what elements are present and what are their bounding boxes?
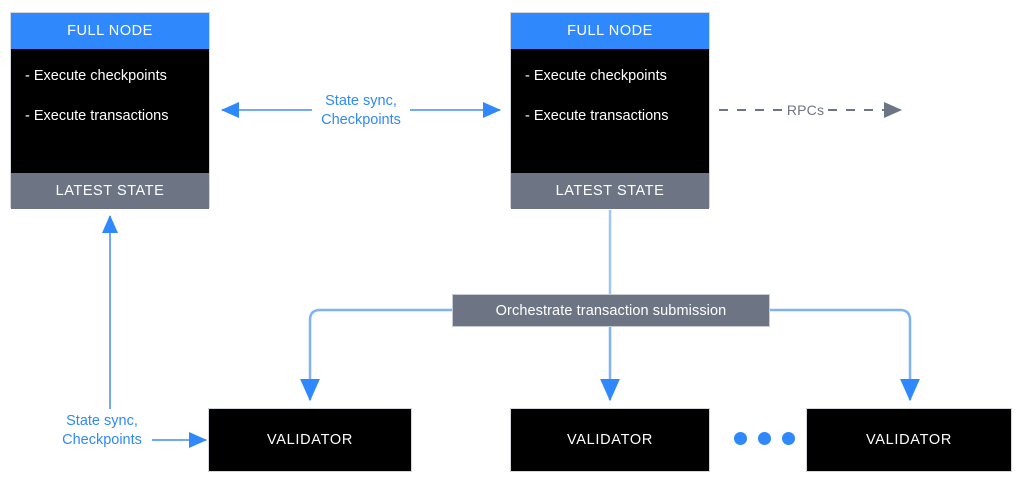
full-node-footer-latest-state-2: LATEST STATE [511, 173, 709, 209]
ellipsis-dot-3 [782, 432, 795, 445]
label-rpcs: RPCs [783, 101, 828, 120]
full-node-footer-latest-state-1: LATEST STATE [11, 173, 209, 209]
validator-label-1: VALIDATOR [266, 432, 354, 448]
edge-orchestrator-to-validator-3 [770, 308, 920, 402]
label-state-sync-bottom: State sync, Checkpoints [52, 412, 152, 451]
validator-label-3: VALIDATOR [865, 432, 953, 448]
validator-ellipsis-dots [734, 432, 795, 445]
edge-orchestrator-to-validator-1 [300, 308, 452, 402]
full-node-body-2: - Execute checkpoints - Execute transact… [511, 49, 709, 173]
label-state-sync-top-line-1: State sync, [325, 93, 397, 109]
full-node-header-1: FULL NODE [11, 13, 209, 49]
full-node-header-2: FULL NODE [511, 13, 709, 49]
full-node-box-1[interactable]: FULL NODE - Execute checkpoints - Execut… [10, 12, 210, 209]
full-node-body-1: - Execute checkpoints - Execute transact… [11, 49, 209, 173]
ellipsis-dot-1 [734, 432, 747, 445]
validator-box-2[interactable]: VALIDATOR [510, 408, 710, 472]
validator-label-2: VALIDATOR [566, 432, 654, 448]
orchestrator-label: Orchestrate transaction submission [495, 302, 727, 319]
full-node-bullet-execute-transactions-2: - Execute transactions [525, 107, 669, 124]
full-node-bullet-execute-checkpoints-2: - Execute checkpoints [525, 68, 667, 84]
label-state-sync-bottom-line-2: Checkpoints [62, 432, 142, 449]
label-rpcs-text: RPCs [786, 102, 825, 118]
orchestrate-transaction-submission-box[interactable]: Orchestrate transaction submission [452, 294, 770, 327]
validator-box-1[interactable]: VALIDATOR [208, 408, 412, 472]
full-node-bullet-execute-transactions-1: - Execute transactions [25, 107, 169, 124]
label-state-sync-top: State sync, Checkpoints [312, 92, 410, 131]
label-state-sync-top-line-2: Checkpoints [321, 112, 401, 129]
ellipsis-dot-2 [758, 432, 771, 445]
full-node-box-2[interactable]: FULL NODE - Execute checkpoints - Execut… [510, 12, 710, 209]
validator-box-3[interactable]: VALIDATOR [806, 408, 1012, 472]
label-state-sync-bottom-line-1: State sync, [66, 413, 138, 429]
full-node-bullet-execute-checkpoints-1: - Execute checkpoints [25, 68, 167, 84]
